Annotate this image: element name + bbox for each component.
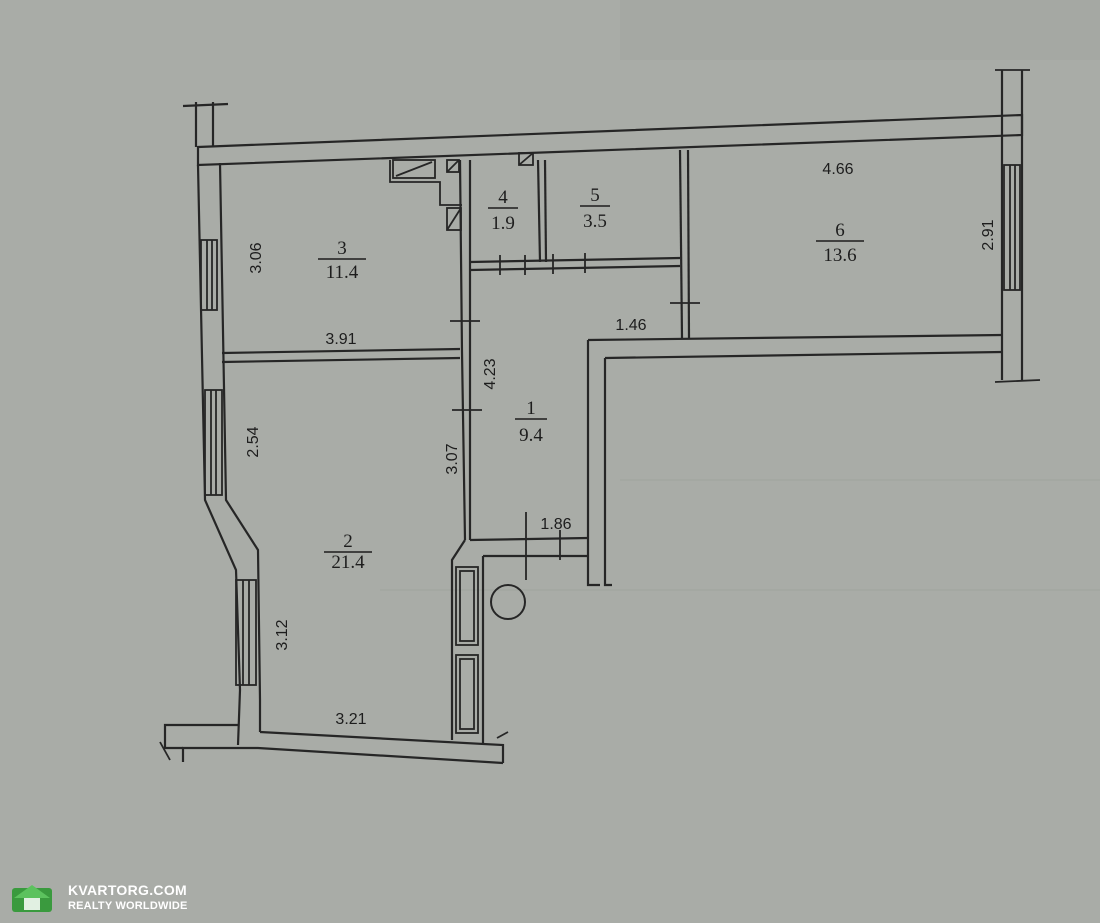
svg-text:2: 2 [343,531,353,552]
dim-room6-depth: 2.91 [980,219,997,250]
background-bleed [380,0,1100,591]
bottom-wall [159,723,509,765]
svg-text:1.9: 1.9 [491,213,515,234]
dim-corridor-bottom: 1.86 [540,516,571,533]
round-fixture [490,584,526,620]
svg-text:4: 4 [498,187,508,208]
room-5-label: 5 3.5 [580,185,610,232]
dim-room3-depth: 3.06 [248,242,265,273]
dim-room3-width: 3.91 [325,331,356,348]
room-4-label: 4 1.9 [488,187,518,234]
watermark: KVARTORG.COM REALTY WORLDWIDE [10,880,190,916]
room-2-label: 2 21.4 [324,531,372,573]
svg-text:11.4: 11.4 [326,262,359,283]
dim-room2-width: 3.21 [335,711,366,728]
svg-text:13.6: 13.6 [823,245,856,266]
dim-room2-wall-right: 3.07 [444,443,461,474]
left-outer-wall [182,102,262,746]
svg-text:3: 3 [337,238,347,259]
window-room2-upper [204,389,223,496]
door-marks [450,253,700,580]
svg-text:9.4: 9.4 [519,425,543,446]
room-1-label: 1 9.4 [515,398,547,446]
window-room2-lower [235,579,257,686]
dim-room2-wall-left-upper: 2.54 [245,426,262,457]
dim-corridor-entry: 1.46 [615,317,646,334]
svg-text:5: 5 [590,185,600,206]
room-6-label: 6 13.6 [816,220,864,266]
interior-partitions [221,149,691,745]
top-wall [196,113,1024,167]
window-room3 [200,239,218,311]
dim-room6-width: 4.66 [822,161,853,178]
svg-text:6: 6 [835,220,845,241]
svg-text:21.4: 21.4 [331,552,365,573]
svg-text:3.5: 3.5 [583,211,607,232]
storage-cabinets [455,566,479,734]
dim-corridor-depth: 4.23 [482,358,499,389]
vent-shafts [389,152,534,231]
window-room6 [1003,164,1021,291]
house-logo-icon [12,885,52,912]
room6-bottom-wall [586,333,1003,587]
dim-room2-wall-left-lower: 3.12 [274,619,291,650]
svg-text:1: 1 [526,398,536,419]
room-3-label: 3 11.4 [318,238,366,283]
right-outer-wall [994,69,1041,383]
watermark-tagline: REALTY WORLDWIDE [68,900,188,912]
watermark-site: KVARTORG.COM [68,882,187,898]
